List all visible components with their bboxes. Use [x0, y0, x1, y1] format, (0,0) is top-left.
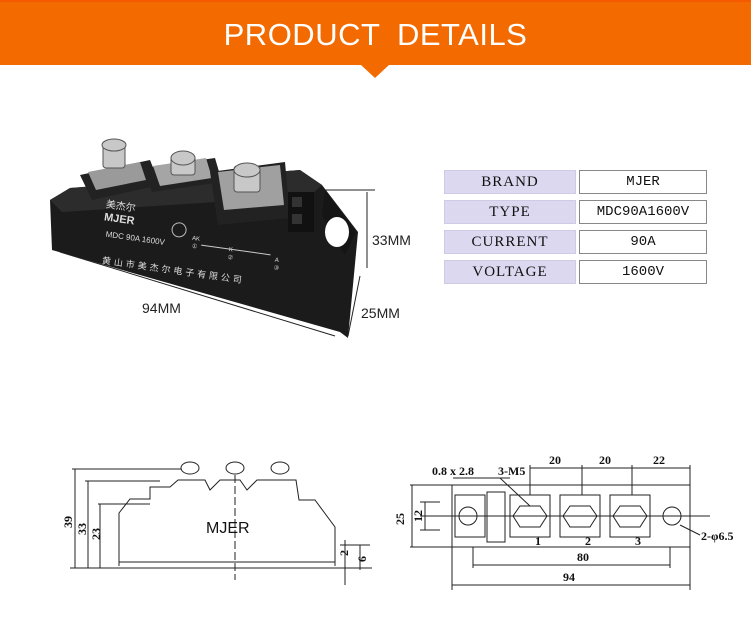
hole-spec: 2-φ6.5	[701, 529, 733, 543]
photo-pin-k: K	[228, 247, 233, 254]
terminal-3: 3	[635, 534, 641, 548]
photo-pin-ak: AK	[192, 236, 201, 243]
spacing-1: 20	[549, 453, 561, 467]
spacing-3: 22	[653, 453, 665, 467]
certification-seal	[171, 222, 187, 238]
header-banner: PRODUCT DETAILS	[0, 0, 751, 65]
spec-label: BRAND	[444, 170, 576, 194]
page-title: PRODUCT DETAILS	[223, 17, 528, 52]
dim-23: 23	[89, 528, 103, 540]
spec-value: 90A	[579, 230, 707, 254]
spec-row-voltage: VOLTAGE 1600V	[444, 260, 707, 284]
height-label: 33MM	[372, 232, 411, 248]
dim-80: 80	[577, 550, 589, 564]
terminal-2: 2	[585, 534, 591, 548]
spec-row-type: TYPE MDC90A1600V	[444, 200, 707, 224]
screw-spec: 3-M5	[498, 464, 525, 478]
spec-value: MJER	[579, 170, 707, 194]
photo-pin-3: ③	[273, 264, 279, 272]
spec-value: 1600V	[579, 260, 707, 284]
spec-label: TYPE	[444, 200, 576, 224]
dim-39: 39	[61, 516, 75, 528]
width-label: 25MM	[361, 305, 400, 321]
dim-25: 25	[393, 513, 407, 525]
spec-table: BRAND MJER TYPE MDC90A1600V CURRENT 90A …	[444, 170, 707, 290]
photo-pin-1: ①	[191, 243, 197, 251]
connector-size: 0.8 x 2.8	[432, 464, 474, 478]
photo-pin-a: A	[274, 257, 279, 264]
top-view-drawing	[410, 465, 710, 590]
circuit-symbol	[201, 244, 271, 256]
terminal-1: 1	[535, 534, 541, 548]
length-label: 94MM	[142, 300, 181, 316]
photo-logo-en: MJER	[103, 211, 135, 227]
dim-33: 33	[75, 523, 89, 535]
spec-row-brand: BRAND MJER	[444, 170, 707, 194]
spacing-2: 20	[599, 453, 611, 467]
side-drawing-brand: MJER	[206, 520, 250, 537]
photo-logo-cn: 美杰尔	[105, 197, 137, 214]
banner-pointer	[361, 65, 389, 78]
side-view-drawing	[70, 468, 372, 585]
photo-pin-2: ②	[227, 254, 233, 262]
spec-label: VOLTAGE	[444, 260, 576, 284]
dim-6: 6	[355, 556, 369, 562]
spec-label: CURRENT	[444, 230, 576, 254]
length-dim-line	[59, 251, 336, 337]
spec-row-current: CURRENT 90A	[444, 230, 707, 254]
dim-12: 12	[411, 510, 425, 522]
spec-value: MDC90A1600V	[579, 200, 707, 224]
dim-2: 2	[337, 550, 351, 556]
dim-94: 94	[563, 570, 575, 584]
